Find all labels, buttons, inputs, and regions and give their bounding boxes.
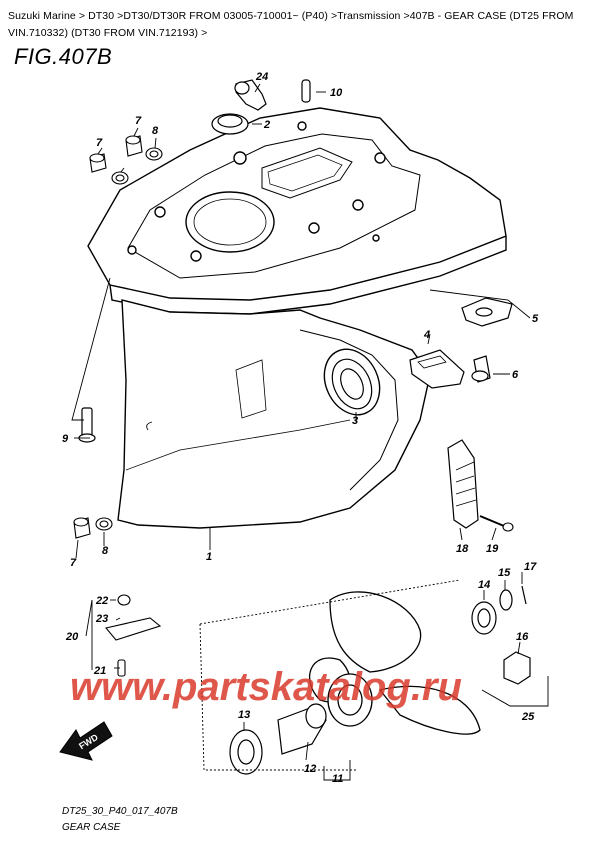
part-18-trim-tab[interactable] [447,439,479,529]
part-23-plate[interactable] [105,617,162,641]
part-22-nut[interactable] [117,594,131,606]
part-4-water-inlet[interactable] [409,349,465,389]
callout-21[interactable]: 21 [93,665,106,677]
callout-7-lower[interactable]: 7 [70,557,77,569]
callout-18[interactable]: 18 [456,543,469,555]
part-13-thrust-washer[interactable] [229,729,263,775]
callout-19[interactable]: 19 [486,543,499,555]
part-15-washer[interactable] [499,589,513,611]
callout-20[interactable]: 20 [65,631,79,643]
part-7-bolt-lower[interactable] [73,517,91,539]
figure-title: FIG.407B [14,44,113,69]
part-7-bolt-top[interactable] [125,135,143,157]
part-8-washer-lower[interactable] [95,517,113,531]
callout-22[interactable]: 22 [95,595,108,607]
callout-2[interactable]: 2 [263,119,270,131]
part-5-anode[interactable] [461,297,513,327]
callout-7-top[interactable]: 7 [135,115,142,127]
callout-6[interactable]: 6 [512,369,519,381]
callout-10[interactable]: 10 [330,87,343,99]
callout-15[interactable]: 15 [498,567,511,579]
part-8-washer-left[interactable] [111,171,129,185]
part-2-bearing[interactable] [211,113,249,135]
callout-17[interactable]: 17 [524,561,537,573]
callout-12[interactable]: 12 [304,763,316,775]
leader-lines [71,83,549,781]
callout-9[interactable]: 9 [62,433,69,445]
part-17-cotter-pin[interactable] [521,585,527,605]
callout-14[interactable]: 14 [478,579,490,591]
callout-13[interactable]: 13 [238,709,250,721]
callout-8-lower[interactable]: 8 [102,545,109,557]
callout-7-left[interactable]: 7 [96,137,103,149]
part-8-washer-top[interactable] [145,147,163,161]
part-9-bolt[interactable] [78,407,96,443]
part-25-propeller[interactable] [309,591,481,735]
callout-25[interactable]: 25 [521,711,535,723]
part-16-nut[interactable] [503,651,531,685]
watermark-text: www.partskatalog.ru [70,665,462,709]
callout-23[interactable]: 23 [95,613,108,625]
callout-5[interactable]: 5 [532,313,539,325]
callout-16[interactable]: 16 [516,631,529,643]
part-6-bolt[interactable] [471,355,491,383]
callout-24[interactable]: 24 [255,71,268,83]
figure-caption: GEAR CASE [62,822,121,833]
part-19-screw[interactable] [479,515,514,532]
fwd-arrow-icon: FWD [59,721,113,761]
callout-8-top[interactable]: 8 [152,125,159,137]
callout-1[interactable]: 1 [206,551,212,563]
part-7-bolt-left[interactable] [89,153,107,173]
callout-11[interactable]: 11 [332,773,343,785]
part-10-pin[interactable] [301,79,311,103]
callout-labels: 24 10 2 7 7 8 5 4 6 3 9 7 8 1 18 19 22 2… [62,71,539,785]
part-14-spacer[interactable] [471,601,497,635]
figure-code: DT25_30_P40_017_407B [62,806,178,817]
breadcrumb-text[interactable]: Suzuki Marine > DT30 >DT30/DT30R FROM 03… [8,10,574,39]
part-24-plug[interactable] [234,79,267,111]
callout-4[interactable]: 4 [423,329,430,341]
part-12-bushing[interactable] [277,703,327,755]
callout-3[interactable]: 3 [352,415,358,427]
gear-case[interactable] [87,107,507,529]
breadcrumb: Suzuki Marine > DT30 >DT30/DT30R FROM 03… [8,8,593,42]
part-3-oil-seal[interactable] [325,353,380,415]
